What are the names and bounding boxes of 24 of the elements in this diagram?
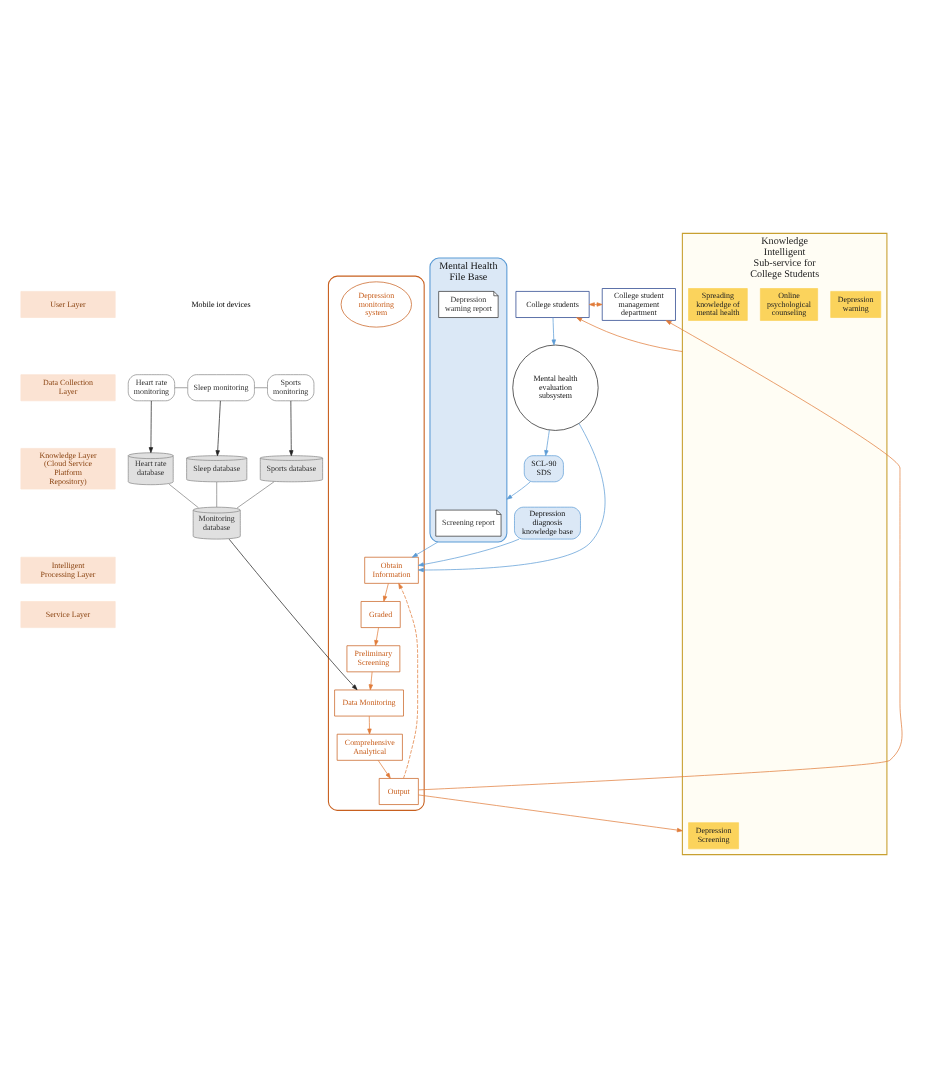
arrow <box>411 540 438 557</box>
arrow <box>417 537 519 566</box>
connector <box>253 386 267 388</box>
arrow <box>214 399 220 456</box>
arrow <box>227 537 357 690</box>
arrow <box>376 759 390 778</box>
arrow <box>288 399 293 456</box>
arrow <box>367 670 372 690</box>
arrow <box>417 793 682 832</box>
arrow <box>575 316 682 351</box>
arrow <box>505 480 530 499</box>
arrow <box>417 319 902 790</box>
connector <box>235 480 274 508</box>
arrow <box>382 582 388 601</box>
connector <box>173 386 187 388</box>
arrow <box>373 626 378 645</box>
arrow <box>147 399 153 453</box>
arrow <box>550 316 555 345</box>
connector <box>215 480 217 507</box>
arrow <box>543 428 549 455</box>
arrow <box>397 582 417 778</box>
connector <box>167 482 198 508</box>
arrow <box>417 422 605 572</box>
arrow <box>366 714 371 734</box>
